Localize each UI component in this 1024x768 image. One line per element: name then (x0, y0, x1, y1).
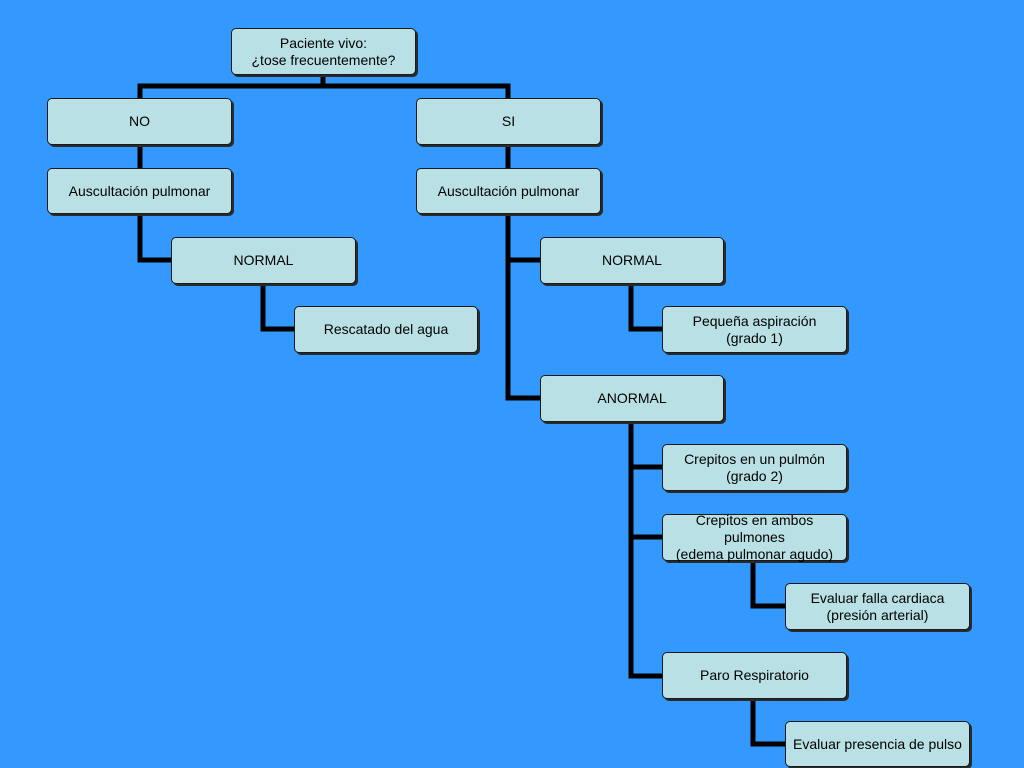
node-auscultacion-no: Auscultación pulmonar (47, 168, 232, 214)
connector-auscultacion-normal-left (137, 211, 174, 263)
connector-crepitos-evaluar-falla (750, 557, 788, 609)
connector-paro-evaluar-pulso (750, 696, 788, 747)
connector-normal-rescatado (260, 281, 297, 332)
node-paro-respiratorio: Paro Respiratorio (662, 652, 847, 699)
connector-auscultacion-normal-anormal (505, 211, 543, 401)
node-root-question: Paciente vivo: ¿tose frecuentemente? (231, 28, 416, 75)
node-si: SI (416, 98, 601, 145)
connector-anormal-children (628, 419, 665, 679)
node-crepitos-un-pulmon: Crepitos en un pulmón (grado 2) (662, 444, 847, 491)
node-anormal: ANORMAL (540, 375, 724, 422)
node-normal-left: NORMAL (171, 237, 356, 284)
node-evaluar-falla-cardiaca: Evaluar falla cardiaca (presión arterial… (785, 583, 970, 630)
node-pequena-aspiracion: Pequeña aspiración (grado 1) (662, 306, 847, 353)
connector-normal-aspiracion (628, 281, 665, 332)
node-evaluar-presencia-pulso: Evaluar presencia de pulso (785, 721, 970, 767)
node-no: NO (47, 98, 232, 145)
node-rescatado-del-agua: Rescatado del agua (294, 306, 478, 353)
node-normal-right: NORMAL (540, 237, 724, 284)
node-auscultacion-si: Auscultación pulmonar (416, 168, 601, 214)
connector-root-branches (137, 72, 511, 101)
node-crepitos-ambos-pulmones: Crepitos en ambos pulmones (edema pulmon… (662, 512, 847, 562)
